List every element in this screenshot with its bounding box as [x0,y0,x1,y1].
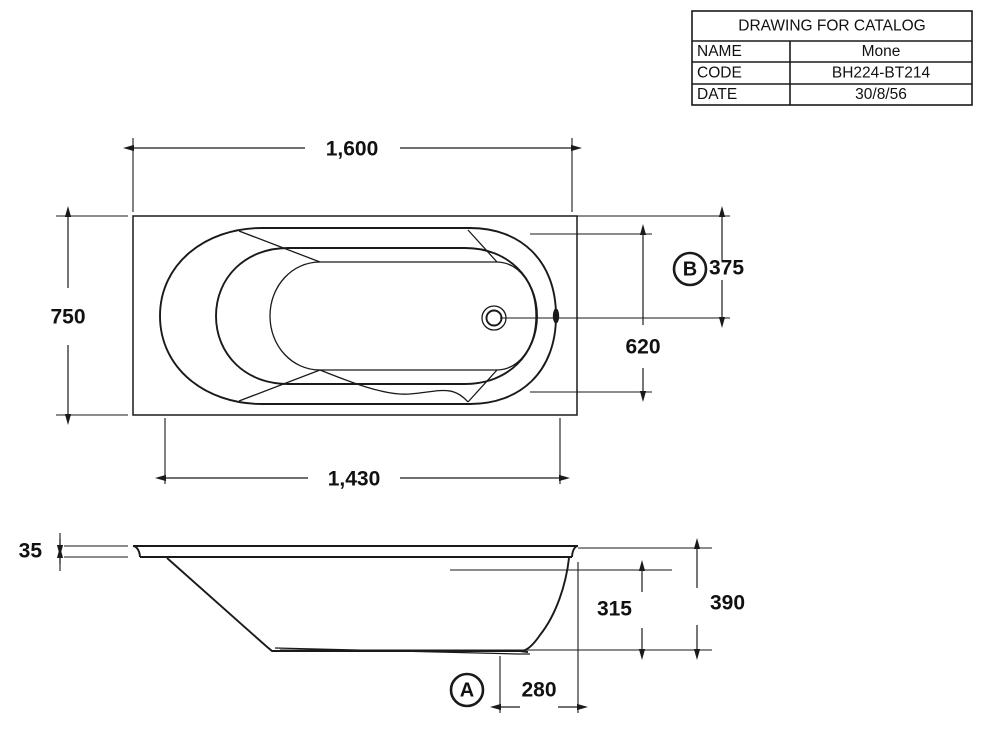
elevation-rim-left-cap [132,545,141,558]
tub-chamfer-bottom-left [238,369,321,402]
overflow-slot [552,308,560,324]
title-block-heading: DRAWING FOR CATALOG [738,18,925,35]
section-marker-b-label: B [683,258,697,280]
title-block-value-code: BH224-BT214 [832,65,931,82]
section-marker-b: B [672,251,708,287]
title-block-value-name: Mone [862,43,901,60]
dim-rim-thickness-35: 35 [19,533,128,571]
section-marker-a-label: A [460,679,474,701]
tub-ledge-left-arc [269,261,321,371]
elevation-right-wall [521,557,570,652]
dim-label-750: 750 [50,306,85,329]
tub-chamfer-top-right [467,229,498,263]
section-marker-a: A [449,672,485,708]
dim-label-375: 375 [709,257,744,280]
title-block: DRAWING FOR CATALOG NAME Mone CODE BH224… [691,10,973,106]
tub-outer-body [159,227,557,405]
title-block-frame [691,10,973,106]
title-block-label-code: CODE [697,65,742,82]
dim-620: 620 [530,224,661,402]
tub-ledge-right-arc [495,261,537,371]
elevation-view-group: 35 315 390 A [19,533,745,713]
dim-label-315: 315 [597,598,632,621]
tub-lower-wave [319,369,469,403]
title-block-label-name: NAME [697,43,742,60]
section-marker-b-circle [672,251,708,287]
dim-inner-depth-315: 315 [280,560,672,660]
dim-base-offset-280: 280 [490,562,588,713]
title-block-label-date: DATE [697,86,737,103]
dim-label-620: 620 [625,336,660,359]
tub-chamfer-top-left [238,230,321,263]
dim-label-1430: 1,430 [328,468,381,491]
elevation-rim-right-cap [571,545,579,558]
dim-label-1600: 1,600 [326,138,379,161]
section-marker-a-circle [449,672,485,708]
dim-overall-length-1600: 1,600 [123,138,582,212]
dim-label-280: 280 [521,679,556,702]
plan-view-group: 1,600 750 1,430 [50,138,744,491]
dim-overall-width-750: 750 [50,206,128,425]
title-block-value-date: 30/8/56 [855,86,907,103]
dim-label-35: 35 [19,540,43,563]
dim-inner-length-1430: 1,430 [155,418,570,491]
plan-outer-rectangle [132,215,578,416]
tub-chamfer-bottom-right [467,369,498,403]
dim-overall-height-390: 390 [578,538,745,660]
dim-label-390: 390 [710,592,745,615]
elevation-left-wall [166,557,267,647]
dim-375: 375 [460,206,744,328]
